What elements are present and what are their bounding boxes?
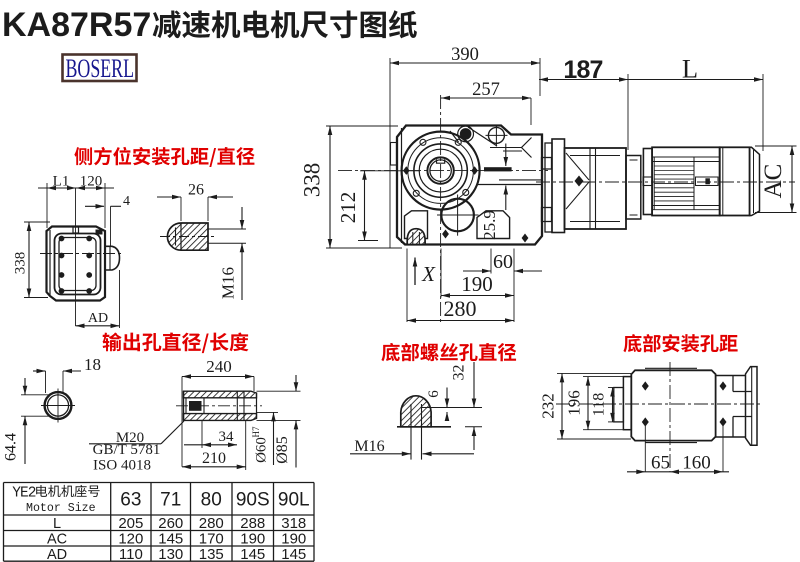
svg-text:34: 34: [219, 429, 235, 445]
svg-text:145: 145: [240, 546, 265, 562]
svg-text:120: 120: [80, 174, 103, 190]
svg-text:X: X: [421, 262, 436, 286]
svg-text:60: 60: [493, 251, 513, 273]
svg-text:63: 63: [120, 490, 141, 511]
svg-text:190: 190: [240, 531, 265, 548]
svg-text:H7: H7: [251, 426, 261, 437]
svg-text:71: 71: [160, 490, 181, 511]
svg-text:26: 26: [188, 182, 204, 199]
svg-text:6: 6: [426, 390, 442, 398]
svg-text:280: 280: [444, 296, 477, 321]
svg-text:160: 160: [682, 453, 711, 474]
svg-text:120: 120: [118, 531, 143, 548]
svg-text:210: 210: [202, 450, 226, 467]
svg-text:232: 232: [539, 393, 558, 419]
svg-text:ISO 4018: ISO 4018: [93, 458, 151, 474]
svg-text:AC: AC: [760, 164, 787, 199]
svg-text:YE2: YE2: [12, 486, 36, 502]
svg-text:Motor Size: Motor Size: [26, 502, 96, 515]
svg-text:M20: M20: [116, 430, 144, 446]
svg-text:AD: AD: [47, 547, 67, 562]
svg-text:280: 280: [199, 515, 224, 532]
svg-text:212: 212: [336, 192, 360, 224]
svg-text:260: 260: [158, 515, 183, 532]
svg-text:390: 390: [451, 45, 479, 65]
svg-text:338: 338: [300, 163, 325, 198]
svg-text:BOSERL: BOSERL: [66, 54, 135, 83]
svg-text:170: 170: [199, 531, 224, 548]
svg-text:187: 187: [563, 56, 602, 84]
svg-text:130: 130: [158, 546, 183, 562]
svg-text:145: 145: [158, 531, 183, 548]
svg-text:L: L: [682, 54, 698, 84]
svg-text:338: 338: [13, 252, 29, 275]
svg-text:90S: 90S: [236, 490, 270, 511]
svg-text:196: 196: [565, 390, 584, 416]
svg-text:AD: AD: [88, 311, 108, 326]
svg-text:118: 118: [591, 393, 608, 416]
svg-text:18: 18: [84, 355, 101, 374]
svg-text:257: 257: [472, 80, 500, 100]
svg-text:4: 4: [123, 194, 130, 209]
svg-text:205: 205: [118, 515, 143, 532]
svg-text:90L: 90L: [278, 490, 310, 511]
svg-text:240: 240: [206, 357, 232, 376]
svg-text:288: 288: [240, 515, 265, 532]
svg-text:110: 110: [119, 546, 143, 562]
svg-text:M16: M16: [354, 438, 384, 455]
svg-text:190: 190: [461, 272, 493, 296]
svg-text:M16: M16: [219, 267, 238, 299]
svg-text:25.9: 25.9: [480, 210, 499, 240]
svg-text:135: 135: [199, 546, 224, 562]
svg-text:190: 190: [281, 531, 306, 548]
svg-text:Ø60: Ø60: [254, 437, 270, 463]
svg-text:32: 32: [451, 365, 468, 381]
svg-text:80: 80: [201, 490, 222, 511]
svg-text:65: 65: [651, 453, 670, 474]
svg-text:Ø85: Ø85: [274, 436, 291, 464]
svg-text:GB/T 5781: GB/T 5781: [93, 442, 161, 458]
svg-text:KA87R57: KA87R57: [2, 6, 151, 44]
svg-text:L: L: [53, 516, 61, 532]
svg-text:AC: AC: [47, 532, 67, 548]
svg-text:L1: L1: [53, 174, 70, 190]
svg-text:145: 145: [281, 546, 306, 562]
svg-text:64.4: 64.4: [3, 433, 20, 461]
svg-text:318: 318: [281, 515, 306, 532]
